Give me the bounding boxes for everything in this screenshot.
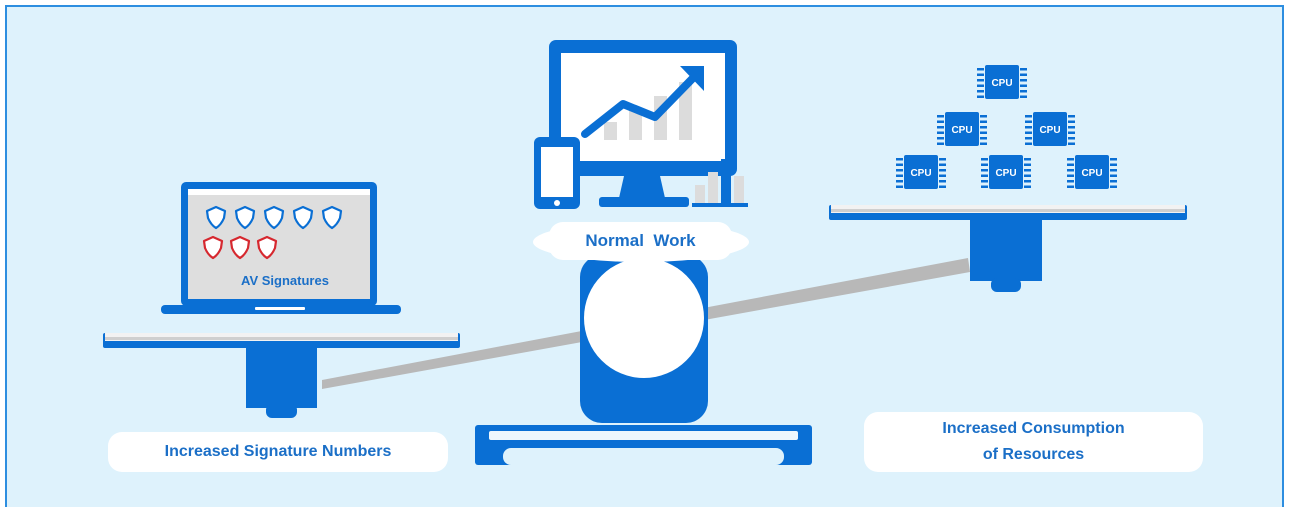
monitor-icon	[549, 40, 737, 207]
fulcrum	[475, 255, 812, 465]
svg-text:CPU: CPU	[1039, 125, 1060, 136]
right-label: Increased Consumption of Resources	[864, 412, 1203, 472]
shield-group	[202, 205, 343, 260]
svg-text:CPU: CPU	[991, 78, 1012, 89]
left-label: Increased Signature Numbers	[108, 432, 448, 472]
shield-icon-blue	[234, 205, 256, 230]
cpu-chip-icon: CPU	[937, 112, 987, 146]
shield-icon-red	[256, 235, 278, 260]
shield-icon-blue	[292, 205, 314, 230]
svg-text:CPU: CPU	[951, 125, 972, 136]
bar-chart-icon	[692, 159, 748, 207]
center-label: Normal Work	[549, 222, 732, 260]
shield-icon-red	[229, 235, 251, 260]
shield-icon-blue	[321, 205, 343, 230]
cpu-chip-icon: CPU	[981, 155, 1031, 189]
cpu-chip-icon: CPU	[977, 65, 1027, 99]
svg-text:CPU: CPU	[1081, 168, 1102, 179]
shield-icon-blue	[263, 205, 285, 230]
cpu-chip-icon: CPU	[896, 155, 946, 189]
svg-text:CPU: CPU	[995, 168, 1016, 179]
laptop-icon	[161, 182, 401, 314]
right-pan	[829, 205, 1187, 292]
shield-icon-blue	[205, 205, 227, 230]
cpu-chip-icon: CPU	[1067, 155, 1117, 189]
svg-text:CPU: CPU	[910, 168, 931, 179]
cpu-group: CPU CPU CPU CPU CPU CPU	[896, 65, 1117, 189]
cpu-chip-icon: CPU	[1025, 112, 1075, 146]
shield-icon-red	[202, 235, 224, 260]
laptop-screen-label: AV Signatures	[241, 273, 329, 288]
phone-icon	[534, 137, 580, 209]
left-pan	[103, 333, 460, 418]
